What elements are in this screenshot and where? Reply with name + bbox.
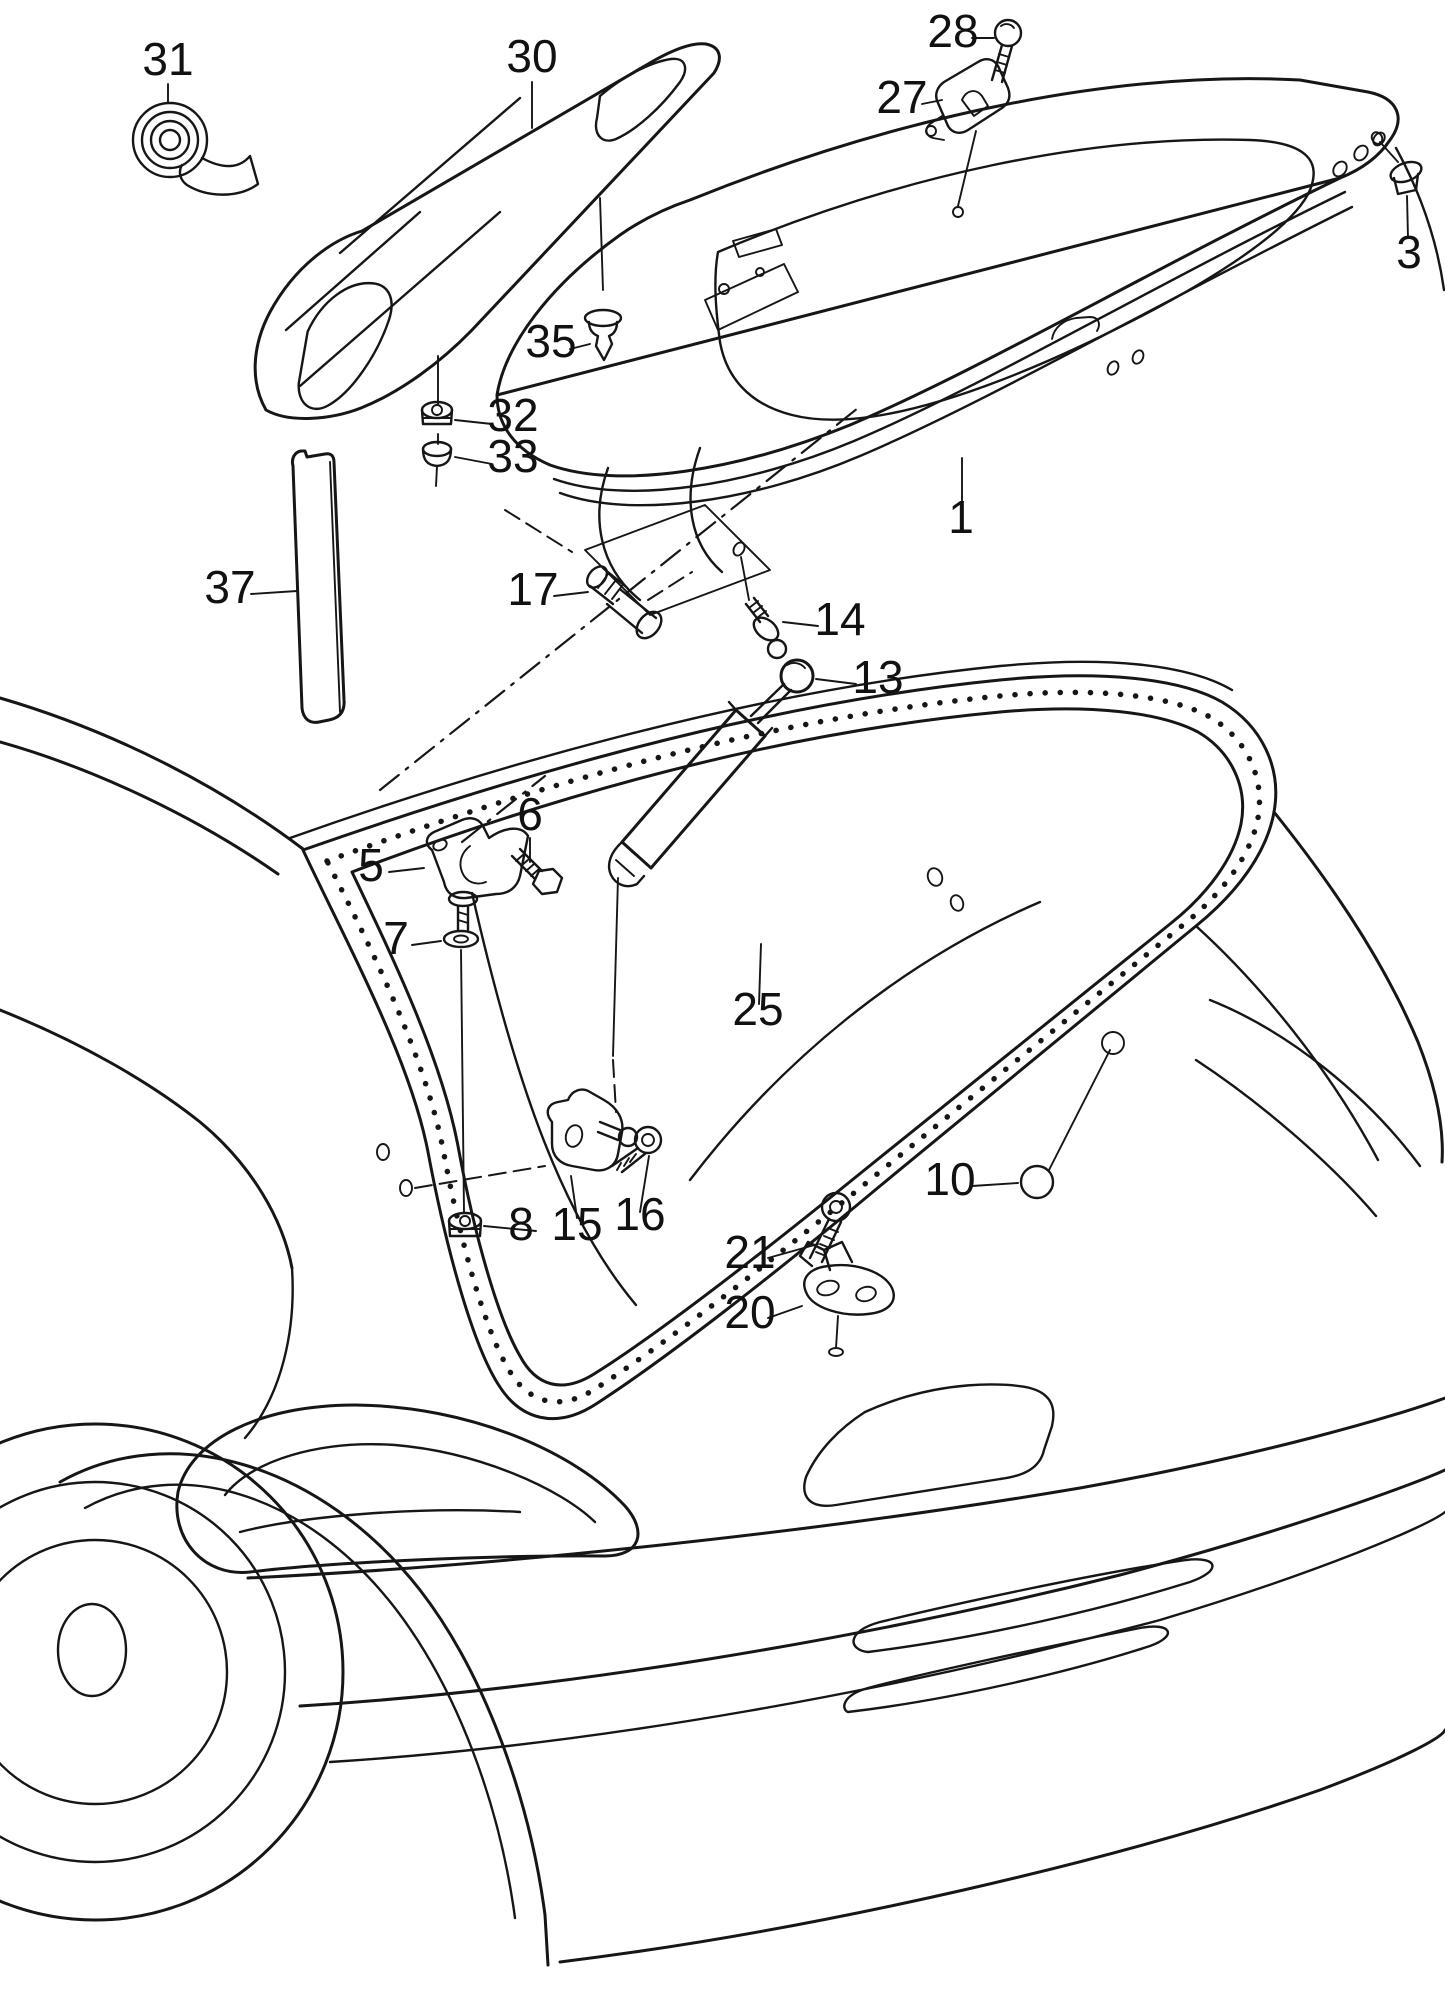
ball-stud <box>744 596 788 660</box>
tape-roll <box>131 101 260 196</box>
part-label-latch-screw: 28 <box>927 5 978 57</box>
leader-lines <box>167 37 1409 1319</box>
part-label-nut-32: 32 <box>487 389 538 441</box>
lock-module <box>925 58 1011 207</box>
bracket-screw <box>610 1125 663 1174</box>
part-label-plug: 10 <box>924 1153 975 1205</box>
part-label-tailgate: 1 <box>948 491 974 543</box>
part-label-tape-roll: 31 <box>142 33 193 85</box>
bump-stop <box>504 509 693 640</box>
part-label-gas-strut: 13 <box>852 651 903 703</box>
hinge-bolt <box>510 847 564 896</box>
lock-striker <box>798 1240 895 1349</box>
grommet-33 <box>421 440 453 468</box>
hinge-axis-line <box>378 406 860 792</box>
gas-strut <box>607 658 815 1113</box>
part-label-clip: 3 <box>1396 226 1422 278</box>
weatherstrip-seal <box>323 689 1263 1405</box>
part-label-nut-8: 8 <box>508 1198 534 1250</box>
car-rear-body <box>0 660 1445 1967</box>
license-plate-recess <box>803 1383 1055 1507</box>
part-label-lock-module: 27 <box>876 71 927 123</box>
hex-nut-32 <box>420 400 454 426</box>
tailgate-lid <box>495 77 1445 616</box>
part-number-labels: 31 30 28 27 3 35 32 33 37 17 14 13 6 5 7… <box>142 5 1421 1338</box>
part-label-trim-strip: 37 <box>204 561 255 613</box>
part-label-spoiler-clip: 35 <box>525 315 576 367</box>
part-label-washer: 7 <box>383 912 409 964</box>
part-label-bracket: 15 <box>551 1198 602 1250</box>
part-label-bump-stop: 17 <box>507 563 558 615</box>
part-label-striker-screw: 21 <box>724 1226 775 1278</box>
pillar-trim-strip <box>291 449 346 724</box>
drain-plug <box>1019 1031 1125 1200</box>
part-label-hinge: 5 <box>358 839 384 891</box>
striker-screw <box>808 1191 852 1264</box>
part-label-bracket-screw: 16 <box>614 1188 665 1240</box>
hinge-axis-line-2 <box>460 774 547 844</box>
strut-bracket <box>546 1088 639 1172</box>
grommet-clip <box>1370 131 1423 196</box>
part-label-striker: 20 <box>724 1286 775 1338</box>
spoiler-clip <box>583 197 623 362</box>
part-label-hinge-bolt: 6 <box>517 788 543 840</box>
part-label-spoiler: 30 <box>506 30 557 82</box>
part-label-grommet-33: 33 <box>487 430 538 482</box>
latch-screw <box>990 18 1023 84</box>
spoiler-panel <box>253 42 721 420</box>
part-label-ball-stud: 14 <box>814 593 865 645</box>
part-label-seal: 25 <box>732 983 783 1035</box>
